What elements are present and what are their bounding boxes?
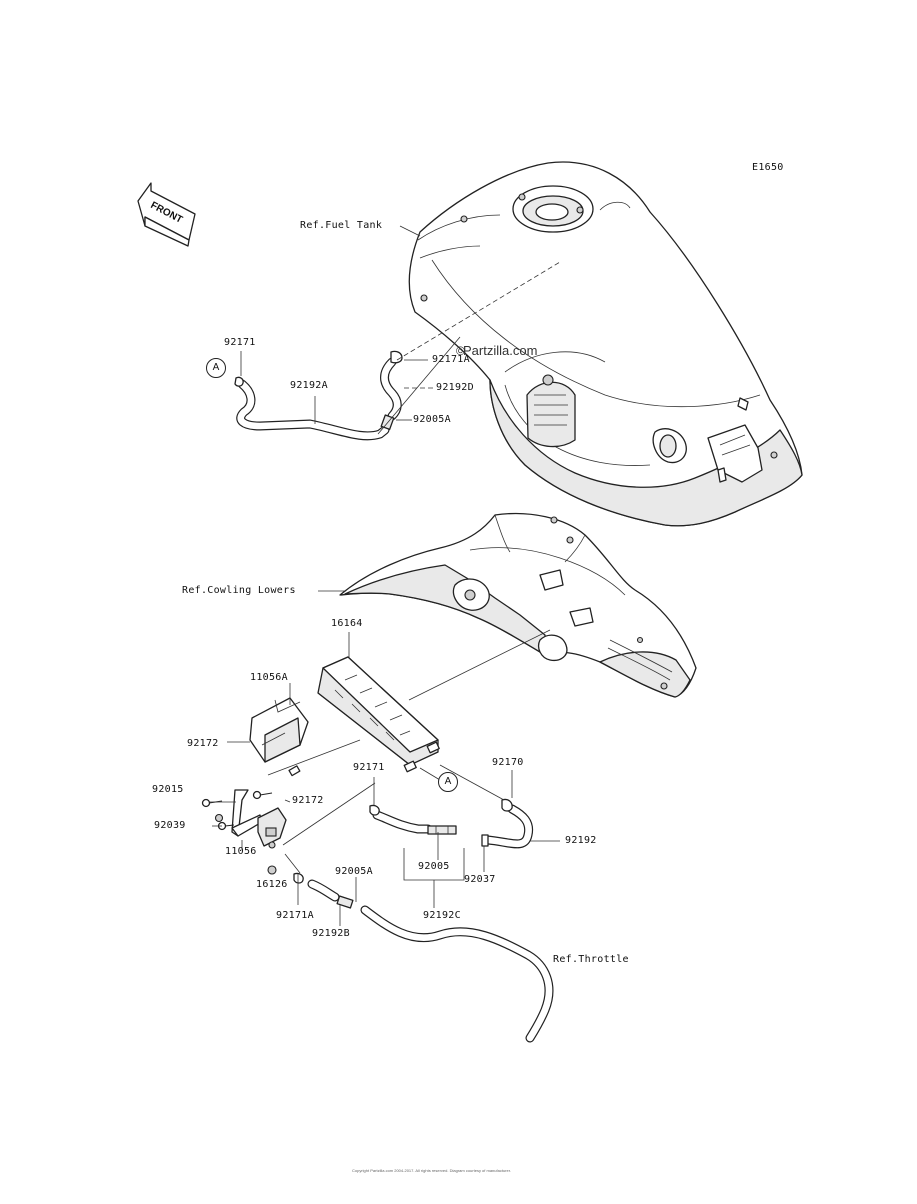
part-92172-mid: 92172 xyxy=(292,795,324,806)
part-92192b: 92192B xyxy=(312,928,350,939)
part-92192d: 92192D xyxy=(436,382,474,393)
top-hoses xyxy=(234,350,403,441)
connector-mark-a-bottom: A xyxy=(438,772,458,792)
ref-cowling-lowers-label: Ref.Cowling Lowers xyxy=(182,585,296,596)
bracket-11056a-illustration xyxy=(249,697,309,777)
canister-illustration xyxy=(317,656,440,773)
part-92192c: 92192C xyxy=(423,910,461,921)
part-11056: 11056 xyxy=(225,846,257,857)
part-92015: 92015 xyxy=(152,784,184,795)
svg-text:©: © xyxy=(456,344,465,358)
diagram-code: E1650 xyxy=(752,162,784,173)
cowling-lower-illustration xyxy=(339,512,697,698)
part-92171-top: 92171 xyxy=(224,337,256,348)
part-92171-mid: 92171 xyxy=(353,762,385,773)
watermark: Partzilla.com xyxy=(463,343,538,358)
part-92037: 92037 xyxy=(464,874,496,885)
fuel-tank-illustration xyxy=(408,161,803,527)
part-92172-left: 92172 xyxy=(187,738,219,749)
bolts xyxy=(201,790,273,831)
part-16126: 16126 xyxy=(256,879,288,890)
part-92192: 92192 xyxy=(565,835,597,846)
part-92171a-bottom: 92171A xyxy=(276,910,314,921)
bracket-11056-illustration xyxy=(231,789,287,875)
ref-throttle-label: Ref.Throttle xyxy=(553,954,629,965)
part-92005: 92005 xyxy=(418,861,450,872)
lower-hoses xyxy=(293,798,554,1043)
leader-lines xyxy=(210,225,561,926)
front-arrow-icon: FRONT xyxy=(137,182,196,247)
connector-mark-a-top: A xyxy=(206,358,226,378)
part-92170: 92170 xyxy=(492,757,524,768)
part-92039: 92039 xyxy=(154,820,186,831)
ref-fuel-tank-label: Ref.Fuel Tank xyxy=(300,220,383,231)
part-11056a: 11056A xyxy=(250,672,288,683)
part-92005a-bottom: 92005A xyxy=(335,866,373,877)
part-16164: 16164 xyxy=(331,618,363,629)
part-92005a-top: 92005A xyxy=(413,414,451,425)
part-92192a: 92192A xyxy=(290,380,328,391)
copyright-notice: Copyright Partzilla.com 2004-2017. All r… xyxy=(352,1168,511,1173)
part-92171a-top: 92171A xyxy=(432,354,470,365)
